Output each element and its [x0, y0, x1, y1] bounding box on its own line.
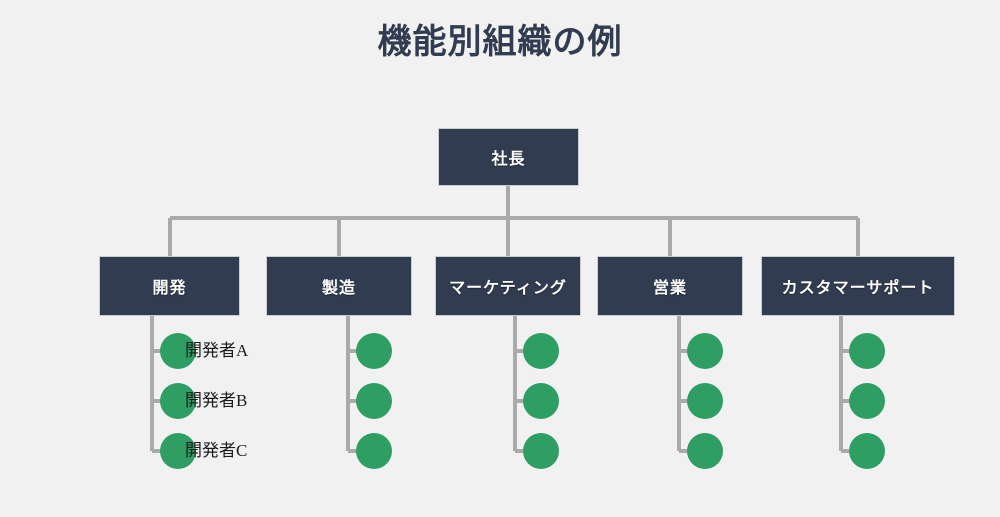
page-title: 機能別組織の例 — [377, 23, 623, 61]
org-node-development[interactable]: 開発 — [99, 256, 240, 316]
staff-circle-manufacturing-3[interactable] — [356, 433, 392, 469]
staff-circle-marketing-3[interactable] — [523, 433, 559, 469]
org-node-marketing-label: マーケティング — [449, 280, 567, 297]
staff-circle-marketing-1[interactable] — [523, 333, 559, 369]
org-node-development-label: 開発 — [152, 280, 187, 297]
staff-circle-customer-support-3[interactable] — [849, 433, 885, 469]
staff-circle-marketing-2[interactable] — [523, 383, 559, 419]
staff-label-development-2: 開発者B — [185, 391, 248, 410]
staff-label-development-1: 開発者A — [185, 341, 249, 360]
staff-circle-development-2[interactable] — [160, 383, 196, 419]
staff-circle-sales-3[interactable] — [687, 433, 723, 469]
org-node-manufacturing[interactable]: 製造 — [266, 256, 412, 316]
staff-circle-sales-2[interactable] — [687, 383, 723, 419]
staff-circle-sales-1[interactable] — [687, 333, 723, 369]
staff-circle-development-3[interactable] — [160, 433, 196, 469]
staff-circle-development-1[interactable] — [160, 333, 196, 369]
org-node-president[interactable]: 社長 — [438, 128, 579, 186]
org-node-marketing[interactable]: マーケティング — [435, 256, 581, 316]
staff-circle-manufacturing-2[interactable] — [356, 383, 392, 419]
org-node-manufacturing-label: 製造 — [321, 280, 356, 297]
org-node-sales[interactable]: 営業 — [597, 256, 743, 316]
staff-circle-customer-support-2[interactable] — [849, 383, 885, 419]
staff-circle-manufacturing-1[interactable] — [356, 333, 392, 369]
org-node-customer-support[interactable]: カスタマーサポート — [761, 256, 955, 316]
staff-label-development-3: 開発者C — [185, 441, 248, 460]
org-node-sales-label: 営業 — [652, 280, 687, 297]
org-node-customer-support-label: カスタマーサポート — [781, 280, 935, 297]
staff-circle-customer-support-1[interactable] — [849, 333, 885, 369]
org-node-president-label: 社長 — [491, 151, 526, 168]
